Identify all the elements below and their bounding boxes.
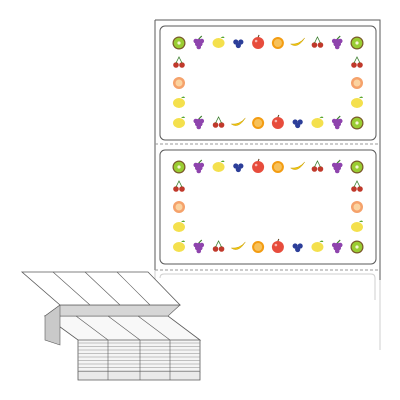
label-web [154, 19, 381, 350]
lemon-icon [351, 96, 363, 108]
lemon-icon [173, 96, 185, 108]
lemon-icon [311, 116, 324, 128]
cherries-icon [212, 240, 225, 252]
blueberries-icon [233, 163, 244, 173]
peach-icon [351, 201, 363, 213]
banana-icon [290, 161, 305, 170]
grapes-icon [331, 35, 343, 50]
lemon-icon [212, 160, 225, 172]
blueberries-icon [233, 39, 244, 49]
blueberries-icon [292, 119, 303, 129]
peach-icon [173, 77, 185, 89]
lemon-icon [351, 220, 363, 232]
apple-icon [271, 114, 284, 129]
apple-icon [271, 238, 284, 253]
fruit-frame [172, 158, 364, 254]
orange-icon [271, 161, 284, 173]
cherries-icon [212, 116, 225, 128]
banana-icon [231, 241, 246, 250]
raised-flap [20, 271, 181, 306]
label-2 [159, 149, 377, 265]
kiwi-icon [350, 116, 364, 130]
kiwi-icon [350, 36, 364, 50]
fanfold-stack [20, 271, 202, 381]
banana-icon [290, 37, 305, 46]
cherries-icon [311, 160, 324, 172]
lemon-icon [311, 240, 324, 252]
peach-icon [351, 77, 363, 89]
grapes-icon [331, 239, 343, 254]
orange-icon [252, 117, 265, 129]
cherries-icon [173, 180, 185, 192]
peach-icon [173, 201, 185, 213]
kiwi-icon [350, 240, 364, 254]
grapes-icon [193, 159, 205, 174]
label-1 [159, 25, 377, 141]
fruit-frame [172, 34, 364, 130]
stack-top [43, 315, 202, 341]
cherries-icon [173, 56, 185, 68]
apple-icon [252, 34, 265, 49]
cherries-icon [311, 36, 324, 48]
kiwi-icon [350, 160, 364, 174]
lemon-icon [173, 240, 185, 252]
orange-icon [252, 241, 265, 253]
banana-icon [231, 117, 246, 126]
grapes-icon [193, 239, 205, 254]
cherries-icon [351, 180, 363, 192]
folded-sheet [44, 304, 181, 317]
lemon-icon [212, 36, 225, 48]
grapes-icon [331, 115, 343, 130]
stack-body [77, 340, 201, 381]
lemon-icon [173, 116, 185, 128]
cherries-icon [351, 56, 363, 68]
lemon-icon [173, 220, 185, 232]
apple-icon [252, 158, 265, 173]
kiwi-icon [172, 160, 186, 174]
grapes-icon [193, 115, 205, 130]
orange-icon [271, 37, 284, 49]
kiwi-icon [172, 36, 186, 50]
grapes-icon [193, 35, 205, 50]
grapes-icon [331, 159, 343, 174]
blueberries-icon [292, 243, 303, 253]
